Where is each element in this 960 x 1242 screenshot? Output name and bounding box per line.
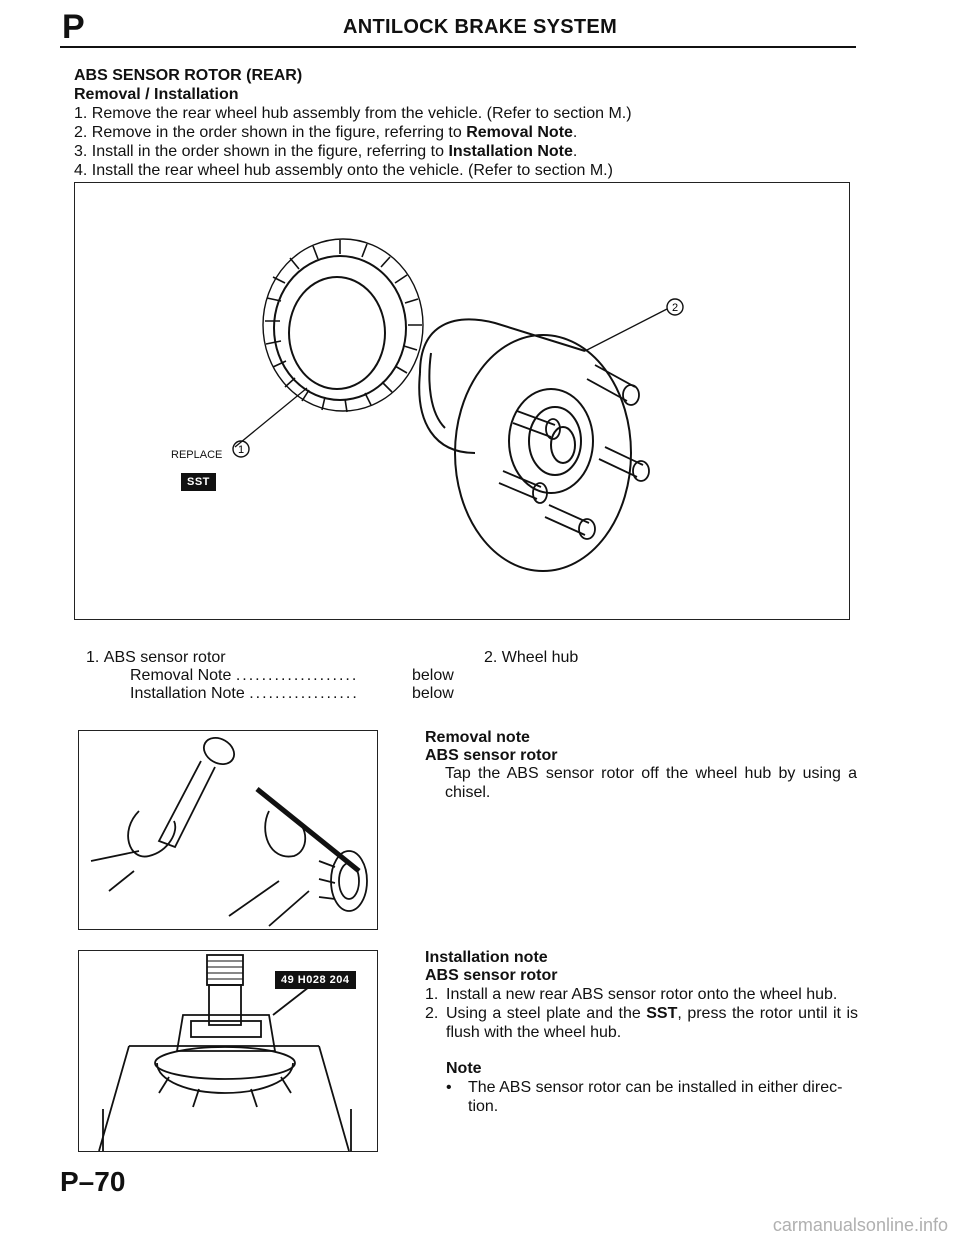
parts-list-ref-installation: below: [412, 685, 454, 702]
press-ram: [206, 954, 244, 986]
parts-list-item-2: 2. Wheel hub: [484, 649, 579, 666]
installation-step-2: Using a steel plate and the SST, press t…: [446, 1005, 859, 1041]
sensor-rotor-ring: [273, 255, 407, 401]
sensor-rotor-teeth: [265, 240, 422, 413]
note-title: Note: [446, 1060, 482, 1077]
sst-badge: SST: [181, 473, 216, 491]
parts-list-sub-removal: Removal Note ...................: [130, 667, 359, 684]
hammer-chisel-illustration: [90, 736, 368, 927]
installation-note-ref: Installation Note: [448, 143, 573, 160]
parts-list-ref-removal: below: [412, 667, 454, 684]
left-hand: [127, 810, 177, 858]
wheel-hub-flange: [454, 334, 632, 572]
procedure-step: 4. Install the rear wheel hub assembly o…: [74, 162, 613, 179]
page-title: ANTILOCK BRAKE SYSTEM: [342, 16, 618, 38]
wheel-hub-body: [419, 318, 586, 374]
procedure-step: 3. Install in the order shown in the fig…: [74, 143, 578, 160]
tool-number-badge: 49 H028 204: [275, 971, 356, 989]
removal-note-ref: Removal Note: [466, 124, 573, 141]
wheel-studs: [498, 364, 650, 540]
installation-step-number: 1.: [425, 986, 439, 1003]
installation-note-subtitle: ABS sensor rotor: [425, 967, 558, 984]
removal-note-body: Tap the ABS sensor rotor off the wheel h…: [445, 765, 857, 801]
removal-figure: [78, 730, 378, 930]
removal-note-title: Removal note: [425, 729, 530, 746]
rotor-teeth: [154, 1046, 296, 1080]
press-tool-illustration: [98, 954, 352, 1152]
header-divider: [60, 46, 856, 48]
sst-ref: SST: [646, 1005, 678, 1022]
exploded-view-figure: 1 2 REPLACE SST: [74, 182, 850, 620]
hammer-handle: [157, 760, 216, 849]
chisel: [255, 787, 361, 873]
procedure-heading: ABS SENSOR ROTOR (REAR): [74, 67, 303, 84]
installation-step-number: 2.: [425, 1005, 439, 1022]
removal-note-subtitle: ABS sensor rotor: [425, 747, 558, 764]
installation-note-title: Installation note: [425, 949, 548, 966]
callout-1-number: 1: [238, 444, 244, 456]
page-number: P–70: [60, 1166, 126, 1197]
press-stand: [98, 1045, 350, 1152]
rotor-and-hub-illustration: 1 2: [232, 238, 684, 572]
procedure-step: 1. Remove the rear wheel hub assembly fr…: [74, 105, 632, 122]
replace-label: REPLACE: [171, 449, 223, 461]
installation-figure: 49 H028 204: [78, 950, 378, 1152]
procedure-subheading: Removal / Installation: [74, 86, 239, 103]
parts-list-sub-installation: Installation Note .................: [130, 685, 359, 702]
installation-step-1: Install a new rear ABS sensor rotor onto…: [446, 986, 838, 1003]
callout-2-number: 2: [672, 302, 678, 314]
note-bullet: • The ABS sensor rotor can be installed …: [446, 1079, 843, 1115]
watermark: carmanualsonline.info: [772, 1215, 948, 1235]
procedure-step: 2. Remove in the order shown in the figu…: [74, 124, 578, 141]
hub-rotor: [330, 850, 368, 912]
section-letter: P: [62, 8, 85, 46]
parts-list-item-1: 1. ABS sensor rotor: [86, 649, 226, 666]
bullet-icon: •: [446, 1079, 452, 1096]
